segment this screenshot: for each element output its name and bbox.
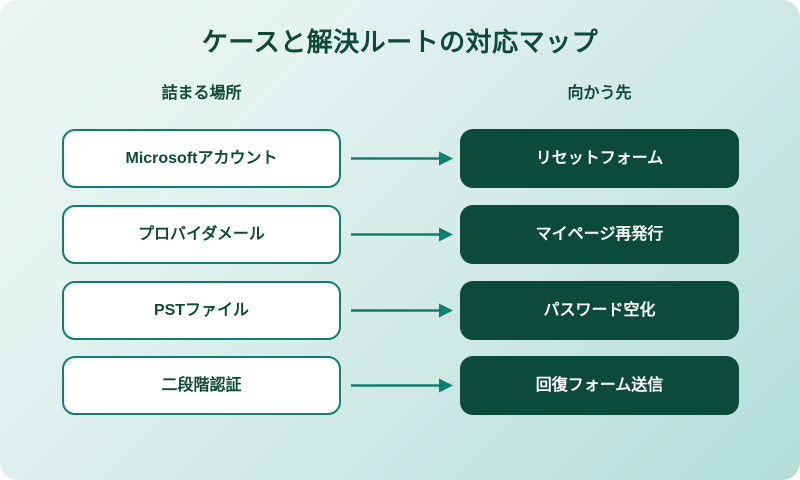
arrow-right-icon-1: [349, 205, 455, 264]
source-node-2[interactable]: PSTファイル: [62, 281, 341, 340]
arrow-right-icon-3: [349, 356, 455, 415]
mapping-row: PSTファイル パスワード空化: [0, 281, 800, 340]
page-title: ケースと解決ルートの対応マップ: [201, 27, 599, 57]
target-node-3[interactable]: 回復フォーム送信: [460, 356, 739, 415]
target-node-0[interactable]: リセットフォーム: [460, 129, 739, 188]
source-node-0[interactable]: Microsoftアカウント: [62, 129, 341, 188]
source-node-1[interactable]: プロバイダメール: [62, 205, 341, 264]
arrow-right-icon-0: [349, 129, 455, 188]
mapping-row: 二段階認証 回復フォーム送信: [0, 356, 800, 415]
source-node-3[interactable]: 二段階認証: [62, 356, 341, 415]
arrow-right-icon-2: [349, 281, 455, 340]
target-node-1[interactable]: マイページ再発行: [460, 205, 739, 264]
column-header-left: 詰まる場所: [161, 85, 242, 102]
mapping-row: プロバイダメール マイページ再発行: [0, 205, 800, 264]
target-node-2[interactable]: パスワード空化: [460, 281, 739, 340]
mapping-row: Microsoftアカウント リセットフォーム: [0, 129, 800, 188]
column-header-right: 向かう先: [567, 85, 632, 102]
